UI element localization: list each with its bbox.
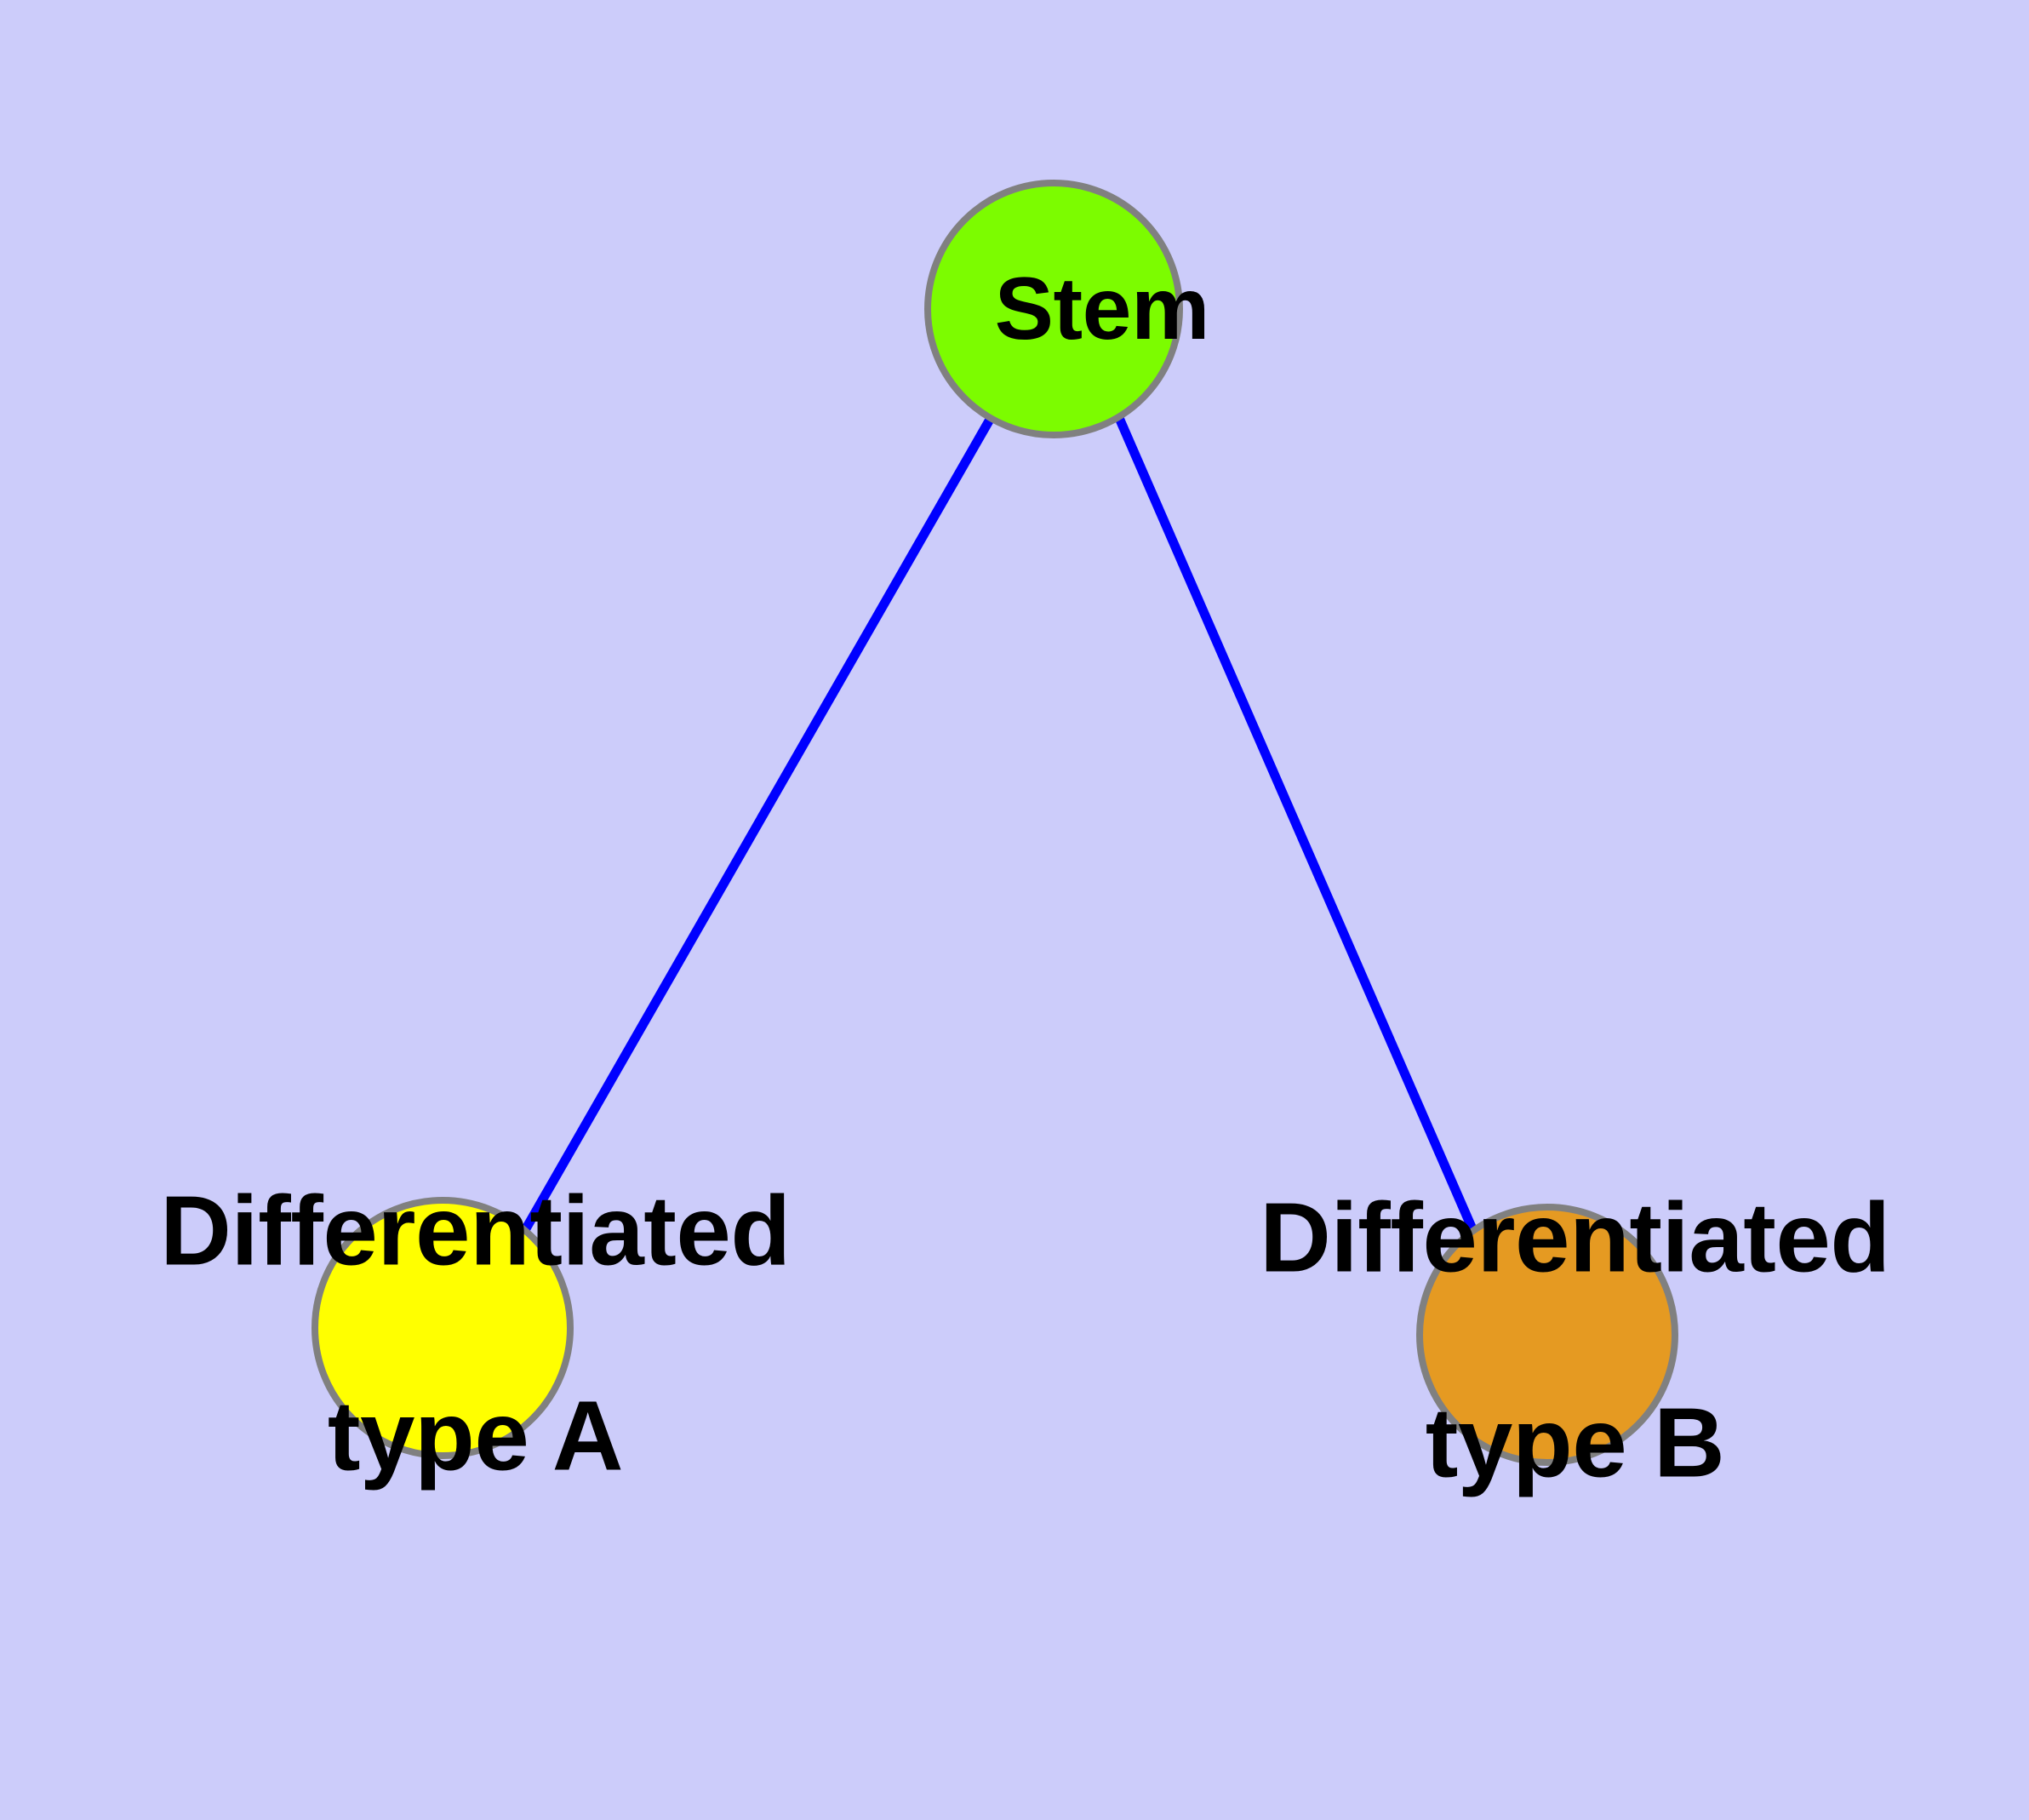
node-differentiated-type-a[interactable] xyxy=(311,1197,574,1459)
node-stem[interactable] xyxy=(924,180,1183,438)
edge-layer xyxy=(521,415,1478,1233)
node-differentiated-type-b[interactable] xyxy=(1416,1204,1678,1466)
edge-stem-to-differentiated-type-a[interactable] xyxy=(521,415,995,1233)
edge-stem-to-differentiated-type-b[interactable] xyxy=(1114,415,1478,1233)
node-layer xyxy=(311,180,1678,1466)
